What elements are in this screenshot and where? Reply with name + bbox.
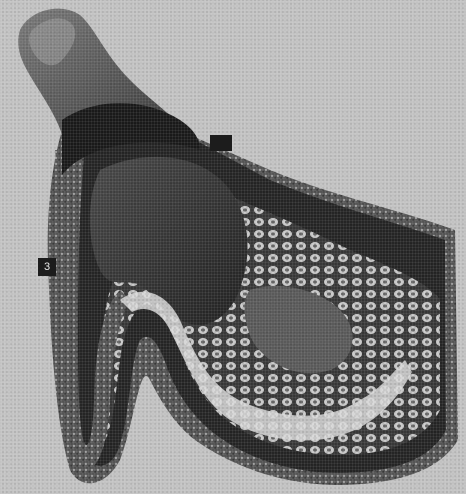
figure-label-upper	[210, 135, 232, 151]
figure-label-left: 3	[38, 258, 56, 276]
